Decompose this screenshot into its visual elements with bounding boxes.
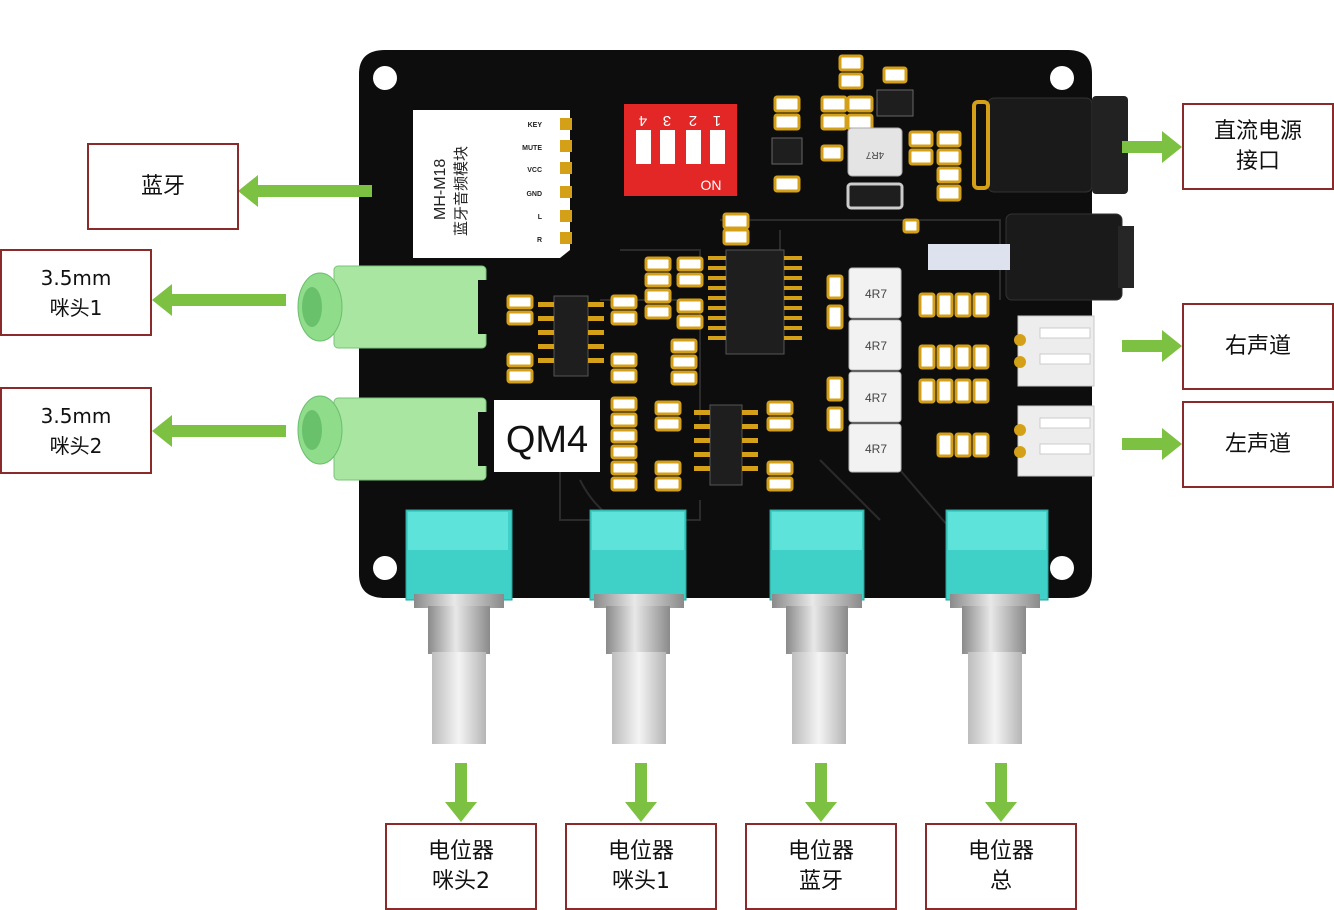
speaker-connector-right xyxy=(1014,315,1095,387)
dip-switch-levers xyxy=(636,130,725,164)
mounting-hole xyxy=(1050,66,1074,90)
label-text: 电位器 xyxy=(607,838,674,864)
inductor xyxy=(847,127,903,177)
arrow-pot-total xyxy=(985,763,1017,822)
amplifier-ic xyxy=(725,249,785,355)
pin-label: R xyxy=(537,237,542,244)
amplifier-ic-pins xyxy=(708,256,802,340)
label-text: 咪头2 xyxy=(49,433,103,458)
smd-components xyxy=(722,54,962,246)
arrow-pot-mic1 xyxy=(625,763,657,822)
pin-label: GND xyxy=(526,191,542,198)
mounting-hole xyxy=(373,66,397,90)
label-text: 总 xyxy=(989,868,1012,894)
arrow-dc-power xyxy=(1122,131,1182,163)
mounting-hole xyxy=(373,556,397,580)
arrow-bluetooth xyxy=(238,175,372,207)
arrow-mic2 xyxy=(152,415,286,447)
op-amp-ic xyxy=(694,404,758,486)
model-label-plate xyxy=(494,400,600,472)
label-left-channel: 左声道 xyxy=(1182,401,1334,488)
label-pot-mic2: 电位器 咪头2 xyxy=(385,823,537,910)
resistor-label: 4R7 xyxy=(865,442,887,456)
bluetooth-module xyxy=(413,110,570,258)
label-text: 电位器 xyxy=(787,838,854,864)
arrow-pot-mic2 xyxy=(445,763,477,822)
label-text: 电位器 xyxy=(967,838,1034,864)
audio-jack-right xyxy=(928,213,1134,301)
label-text: 咪头1 xyxy=(612,868,670,894)
resistor-label: 4R7 xyxy=(865,391,887,405)
label-right-channel: 右声道 xyxy=(1182,303,1334,390)
resistor-label: 4R7 xyxy=(865,339,887,353)
label-text: 咪头1 xyxy=(49,295,103,320)
potentiometer-mic1 xyxy=(589,509,687,744)
smd-components xyxy=(506,256,990,492)
label-text: 左声道 xyxy=(1224,431,1291,457)
label-text: 接口 xyxy=(1235,148,1280,174)
label-pot-mic1: 电位器 咪头1 xyxy=(565,823,717,910)
pin-label: MUTE xyxy=(522,145,542,152)
pin-label: VCC xyxy=(527,167,542,174)
pin-label: KEY xyxy=(528,122,543,129)
potentiometer-total xyxy=(945,509,1049,744)
dip-number: 3 xyxy=(663,112,671,129)
mic-jack-2 xyxy=(297,395,494,481)
label-text: 蓝牙 xyxy=(798,868,843,894)
dip-number: 1 xyxy=(713,112,721,129)
dip-switch-numbers: 4 3 2 1 xyxy=(639,112,721,129)
arrow-left-channel xyxy=(1122,428,1182,460)
arrow-pot-bluetooth xyxy=(805,763,837,822)
label-pot-total: 电位器 总 xyxy=(925,823,1077,910)
potentiometer-bluetooth xyxy=(769,509,865,744)
pin-label: L xyxy=(538,214,543,221)
diode xyxy=(846,182,904,210)
label-pot-bluetooth: 电位器 蓝牙 xyxy=(745,823,897,910)
label-text: 3.5mm xyxy=(40,265,112,290)
dip-number: 4 xyxy=(639,112,647,129)
label-mic2: 3.5mm 咪头2 xyxy=(0,387,152,474)
dip-on-label: ON xyxy=(701,177,722,193)
arrow-right-channel xyxy=(1122,330,1182,362)
label-text: 蓝牙 xyxy=(140,173,185,199)
op-amp-ic xyxy=(538,295,604,377)
dc-power-jack xyxy=(972,96,1128,194)
module-pin-labels: KEY MUTE VCC GND L R xyxy=(522,122,543,244)
speaker-connector-left xyxy=(1014,405,1095,477)
module-name: MH-M18 xyxy=(432,159,449,220)
dip-number: 2 xyxy=(689,112,697,129)
potentiometer-mic2 xyxy=(405,509,513,744)
label-text: 右声道 xyxy=(1224,333,1291,359)
label-text: 电位器 xyxy=(427,838,494,864)
inductor-label: 4R7 xyxy=(865,149,884,160)
label-bluetooth: 蓝牙 xyxy=(87,143,239,230)
label-text: 直流电源 xyxy=(1213,118,1302,144)
bluetooth-module-pads xyxy=(560,118,572,244)
model-label: QM4 xyxy=(506,419,588,461)
resistor-label: 4R7 xyxy=(865,287,887,301)
label-dc-power: 直流电源 接口 xyxy=(1182,103,1334,190)
label-mic1: 3.5mm 咪头1 xyxy=(0,249,152,336)
module-description: 蓝牙音频模块 xyxy=(452,146,470,236)
arrow-mic1 xyxy=(152,284,286,316)
mounting-hole xyxy=(1050,556,1074,580)
mic-jack-1 xyxy=(297,265,494,349)
resistor-labels: 4R7 4R7 4R7 4R7 xyxy=(865,287,887,456)
label-text: 咪头2 xyxy=(432,868,490,894)
power-resistors xyxy=(848,267,902,473)
label-text: 3.5mm xyxy=(40,403,112,428)
